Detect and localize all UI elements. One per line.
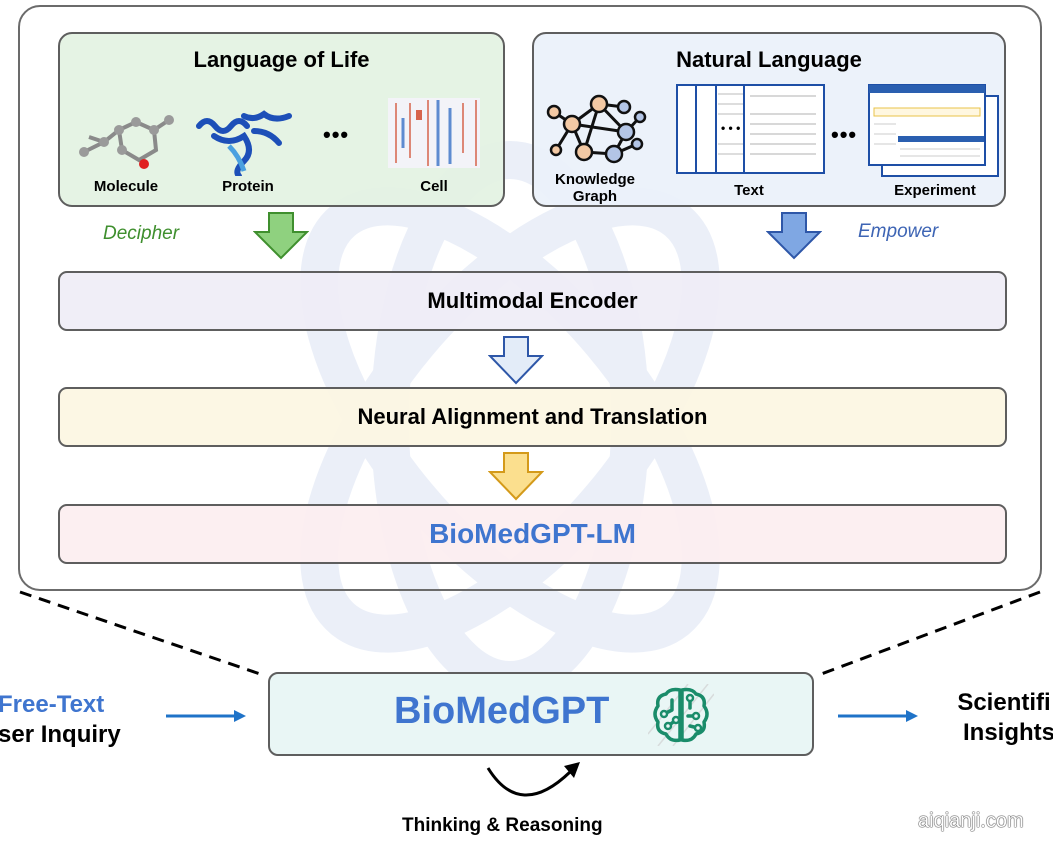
experiment-label: Experiment bbox=[894, 182, 976, 199]
multimodal-encoder-layer: Multimodal Encoder bbox=[58, 271, 1007, 331]
experiment-screenshot-icon bbox=[868, 84, 999, 177]
brain-circuit-icon bbox=[648, 684, 714, 746]
molecule-label: Molecule bbox=[93, 178, 159, 195]
text-label: Text bbox=[734, 182, 764, 199]
output-label: Scientifi Insights bbox=[953, 688, 1053, 748]
molecule-icon bbox=[79, 115, 174, 169]
knowledge-graph-label-line2: Graph bbox=[572, 188, 618, 205]
input-label-line1: Free-Text bbox=[0, 691, 105, 718]
input-label-line2: ser Inquiry bbox=[0, 721, 121, 748]
protein-icon bbox=[196, 110, 292, 176]
protein-label: Protein bbox=[222, 178, 274, 195]
language-of-life-title: Language of Life bbox=[193, 47, 370, 72]
alignment-to-lm-arrow-icon bbox=[488, 452, 544, 501]
output-label-line2: Insights bbox=[963, 719, 1053, 746]
knowledge-graph-label-line1: Knowledge bbox=[554, 171, 635, 188]
decipher-label: Decipher bbox=[103, 223, 180, 244]
empower-arrow-icon bbox=[766, 212, 822, 260]
thinking-reasoning-label: Thinking & Reasoning bbox=[402, 815, 603, 836]
biomedgpt-title: BioMedGPT bbox=[394, 690, 610, 732]
life-ellipsis: ••• bbox=[323, 122, 350, 147]
natural-ellipsis: ••• bbox=[831, 122, 858, 147]
natural-language-panel: Natural Language • • • ••• Knowle bbox=[532, 32, 1006, 207]
watermark-text: aiqianji.com bbox=[918, 810, 1024, 832]
zoom-connector-lines bbox=[19, 590, 1041, 678]
output-arrow-icon bbox=[838, 710, 918, 722]
reasoning-loop-arrow-icon bbox=[486, 762, 580, 797]
biomedgpt-detail-frame bbox=[18, 5, 1042, 591]
cell-heatmap-icon bbox=[388, 98, 480, 168]
svg-text:• • •: • • • bbox=[721, 121, 740, 135]
text-documents-icon: • • • bbox=[676, 84, 825, 174]
decipher-arrow-icon bbox=[253, 212, 309, 260]
biomedgpt-lm-layer: BioMedGPT-LM bbox=[58, 504, 1007, 564]
neural-alignment-layer: Neural Alignment and Translation bbox=[58, 387, 1007, 447]
knowledge-graph-label: Knowledge Graph bbox=[540, 171, 650, 205]
encoder-to-alignment-arrow-icon bbox=[488, 336, 544, 385]
input-label: Free-Text ser Inquiry bbox=[0, 690, 121, 750]
knowledge-graph-icon bbox=[546, 94, 647, 164]
output-label-line1: Scientifi bbox=[957, 689, 1051, 716]
natural-language-title: Natural Language bbox=[676, 47, 862, 72]
biomedgpt-core-box: BioMedGPT bbox=[268, 672, 814, 756]
empower-label: Empower bbox=[858, 221, 939, 242]
language-of-life-panel: Language of Life ••• Molecule Protein C bbox=[58, 32, 505, 207]
input-arrow-icon bbox=[166, 710, 246, 722]
cell-label: Cell bbox=[420, 178, 448, 195]
